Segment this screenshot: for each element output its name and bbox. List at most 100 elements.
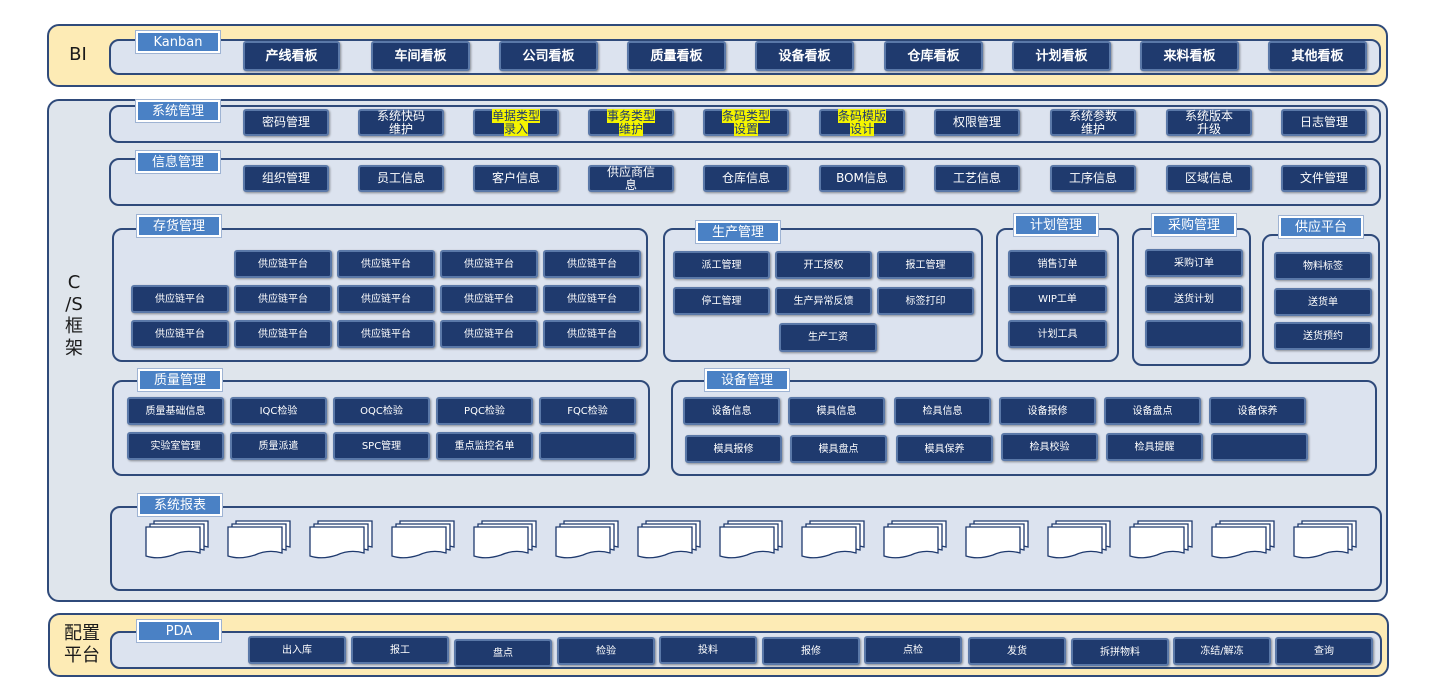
- spc-mgmt-button[interactable]: SPC管理: [333, 432, 430, 460]
- supplier-info-button[interactable]: 供应商信息: [588, 165, 674, 192]
- report-doc-icon[interactable]: [637, 520, 701, 559]
- report-doc-icon[interactable]: [801, 520, 865, 559]
- pda-query-button[interactable]: 查询: [1275, 637, 1373, 665]
- report-doc-icon[interactable]: [1293, 520, 1357, 559]
- kanban-plan-button[interactable]: 计划看板: [1012, 41, 1111, 71]
- report-doc-icon[interactable]: [227, 520, 291, 559]
- stop-work-button[interactable]: 停工管理: [673, 287, 770, 315]
- permission-mgmt-button[interactable]: 权限管理: [934, 109, 1020, 136]
- equipment-inventory-button[interactable]: 设备盘点: [1104, 397, 1201, 425]
- report-doc-icon[interactable]: [555, 520, 619, 559]
- pda-split-merge-button[interactable]: 拆拼物料: [1071, 638, 1169, 666]
- inventory-r1-c4-button[interactable]: 供应链平台: [440, 250, 538, 278]
- pda-stocktake-button[interactable]: 盘点: [454, 639, 552, 667]
- report-doc-icon[interactable]: [145, 520, 209, 559]
- operation-info-button[interactable]: 工序信息: [1050, 165, 1136, 192]
- area-info-button[interactable]: 区域信息: [1166, 165, 1252, 192]
- sales-order-button[interactable]: 销售订单: [1008, 250, 1107, 278]
- kanban-equipment-button[interactable]: 设备看板: [755, 41, 854, 71]
- report-doc-icon[interactable]: [309, 520, 373, 559]
- kanban-warehouse-button[interactable]: 仓库看板: [884, 41, 983, 71]
- report-doc-icon[interactable]: [1129, 520, 1193, 559]
- purchasing-empty-button[interactable]: [1145, 320, 1243, 348]
- kanban-quality-button[interactable]: 质量看板: [627, 41, 726, 71]
- iqc-inspection-button[interactable]: IQC检验: [230, 397, 327, 425]
- transaction-type-button[interactable]: 事务类型维护: [588, 108, 674, 136]
- pda-feeding-button[interactable]: 投料: [659, 636, 757, 664]
- mold-repair-button[interactable]: 模具报修: [685, 435, 782, 463]
- equipment-repair-button[interactable]: 设备报修: [999, 397, 1096, 425]
- delivery-plan-button[interactable]: 送货计划: [1145, 285, 1243, 313]
- production-wage-button[interactable]: 生产工资: [779, 323, 877, 352]
- gauge-info-button[interactable]: 检具信息: [894, 397, 991, 425]
- warehouse-info-button[interactable]: 仓库信息: [703, 165, 789, 192]
- doc-type-entry-button[interactable]: 单据类型录入: [473, 108, 559, 136]
- report-doc-icon[interactable]: [1211, 520, 1275, 559]
- password-mgmt-button[interactable]: 密码管理: [243, 109, 329, 136]
- kanban-incoming-button[interactable]: 来料看板: [1140, 41, 1239, 71]
- pda-freeze-unfreeze-button[interactable]: 冻结/解冻: [1173, 637, 1271, 665]
- key-monitor-list-button[interactable]: 重点监控名单: [436, 432, 533, 460]
- inventory-r3-c2-button[interactable]: 供应链平台: [234, 320, 332, 348]
- inventory-r3-c4-button[interactable]: 供应链平台: [440, 320, 538, 348]
- mold-inventory-button[interactable]: 模具盘点: [790, 435, 887, 463]
- file-mgmt-button[interactable]: 文件管理: [1281, 165, 1367, 192]
- kanban-workshop-button[interactable]: 车间看板: [371, 41, 470, 71]
- kanban-other-button[interactable]: 其他看板: [1268, 41, 1367, 71]
- pda-shipping-button[interactable]: 发货: [968, 637, 1066, 665]
- kanban-production-line-button[interactable]: 产线看板: [243, 41, 340, 71]
- delivery-appointment-button[interactable]: 送货预约: [1274, 322, 1372, 350]
- report-doc-icon[interactable]: [883, 520, 947, 559]
- equipment-empty-button[interactable]: [1211, 433, 1308, 461]
- oqc-inspection-button[interactable]: OQC检验: [333, 397, 430, 425]
- kanban-company-button[interactable]: 公司看板: [499, 41, 598, 71]
- pda-spot-check-button[interactable]: 点检: [864, 636, 962, 664]
- inventory-r1-c2-button[interactable]: 供应链平台: [234, 250, 332, 278]
- quality-base-info-button[interactable]: 质量基础信息: [127, 397, 224, 425]
- log-mgmt-button[interactable]: 日志管理: [1281, 109, 1367, 136]
- inventory-r2-c1-button[interactable]: 供应链平台: [131, 285, 229, 313]
- customer-info-button[interactable]: 客户信息: [473, 165, 559, 192]
- equipment-maintenance-button[interactable]: 设备保养: [1209, 397, 1306, 425]
- inventory-r1-c5-button[interactable]: 供应链平台: [543, 250, 641, 278]
- inventory-r3-c1-button[interactable]: 供应链平台: [131, 320, 229, 348]
- equipment-info-button[interactable]: 设备信息: [683, 397, 780, 425]
- inventory-r2-c4-button[interactable]: 供应链平台: [440, 285, 538, 313]
- inventory-r1-c3-button[interactable]: 供应链平台: [337, 250, 435, 278]
- fqc-inspection-button[interactable]: FQC检验: [539, 397, 636, 425]
- inventory-r3-c5-button[interactable]: 供应链平台: [543, 320, 641, 348]
- pda-report-work-button[interactable]: 报工: [351, 636, 449, 664]
- org-mgmt-button[interactable]: 组织管理: [243, 165, 329, 192]
- quality-empty-button[interactable]: [539, 432, 636, 460]
- plan-tool-button[interactable]: 计划工具: [1008, 320, 1107, 348]
- process-info-button[interactable]: 工艺信息: [934, 165, 1020, 192]
- gauge-calibration-button[interactable]: 检具校验: [1001, 433, 1098, 461]
- barcode-type-button[interactable]: 条码类型设置: [703, 108, 789, 136]
- bom-info-button[interactable]: BOM信息: [819, 165, 905, 192]
- material-label-button[interactable]: 物料标签: [1274, 252, 1372, 280]
- inventory-r2-c2-button[interactable]: 供应链平台: [234, 285, 332, 313]
- report-doc-icon[interactable]: [719, 520, 783, 559]
- pda-inspection-button[interactable]: 检验: [557, 637, 655, 665]
- production-exception-button[interactable]: 生产异常反馈: [775, 287, 872, 315]
- label-print-button[interactable]: 标签打印: [877, 287, 974, 315]
- system-quickcode-button[interactable]: 系统快码维护: [358, 109, 444, 136]
- employee-info-button[interactable]: 员工信息: [358, 165, 444, 192]
- dispatch-mgmt-button[interactable]: 派工管理: [673, 251, 770, 279]
- inventory-r3-c3-button[interactable]: 供应链平台: [337, 320, 435, 348]
- purchase-order-button[interactable]: 采购订单: [1145, 249, 1243, 277]
- wip-order-button[interactable]: WIP工单: [1008, 285, 1107, 313]
- start-auth-button[interactable]: 开工授权: [775, 251, 872, 279]
- mold-maintenance-button[interactable]: 模具保养: [896, 435, 993, 463]
- report-work-button[interactable]: 报工管理: [877, 251, 974, 279]
- system-upgrade-button[interactable]: 系统版本升级: [1166, 109, 1252, 136]
- report-doc-icon[interactable]: [965, 520, 1029, 559]
- pda-in-out-button[interactable]: 出入库: [248, 636, 346, 664]
- quality-dispatch-button[interactable]: 质量派遣: [230, 432, 327, 460]
- system-params-button[interactable]: 系统参数维护: [1050, 109, 1136, 136]
- barcode-template-button[interactable]: 条码模版设计: [819, 108, 905, 136]
- report-doc-icon[interactable]: [391, 520, 455, 559]
- mold-info-button[interactable]: 模具信息: [788, 397, 885, 425]
- gauge-reminder-button[interactable]: 检具提醒: [1106, 433, 1203, 461]
- inventory-r2-c5-button[interactable]: 供应链平台: [543, 285, 641, 313]
